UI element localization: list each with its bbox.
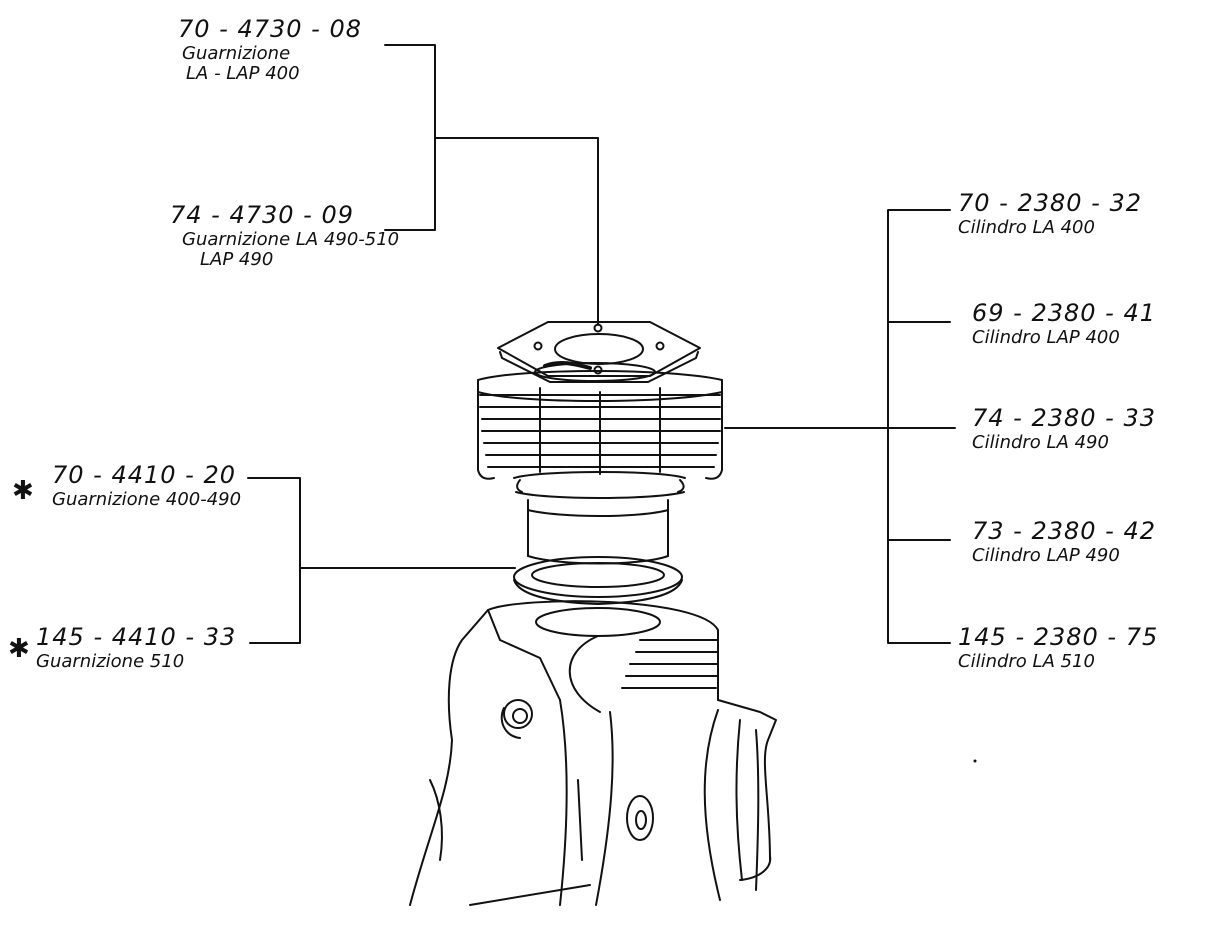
part-label-cylinder-la-400: 70 - 2380 - 32 Cilindro LA 400	[958, 189, 1142, 238]
part-description: Cilindro LA 490	[972, 431, 1109, 453]
part-number: 70 - 4410 - 20	[52, 461, 236, 489]
part-label-cylinder-lap-400: 69 - 2380 - 41 Cilindro LAP 400	[972, 299, 1156, 348]
head-gasket	[497, 321, 701, 383]
part-description: Cilindro LAP 400	[972, 326, 1120, 348]
part-description: Guarnizione	[182, 42, 291, 64]
part-number: 70 - 2380 - 32	[958, 189, 1142, 217]
crankcase	[409, 600, 777, 906]
part-description: Cilindro LAP 490	[972, 544, 1120, 566]
part-description: Guarnizione LA 490-510	[182, 228, 400, 250]
base-gasket	[513, 556, 683, 605]
part-number: 73 - 2380 - 42	[972, 517, 1156, 545]
asterisk-mark-icon: ✱	[12, 476, 34, 506]
part-label-base-gasket-400-490: 70 - 4410 - 20 Guarnizione 400-490	[52, 461, 242, 510]
leader-lines	[247, 44, 956, 644]
part-description: LA - LAP 400	[186, 63, 300, 85]
stray-dot	[973, 759, 977, 763]
part-description: LAP 490	[200, 249, 274, 271]
part-number: 74 - 2380 - 33	[972, 404, 1156, 432]
part-label-base-gasket-510: 145 - 4410 - 33 Guarnizione 510	[36, 623, 237, 672]
part-label-cylinder-la-510: 145 - 2380 - 75 Cilindro LA 510	[958, 623, 1159, 672]
part-number: 145 - 4410 - 33	[36, 623, 237, 651]
part-label-gasket-490-510: 74 - 4730 - 09 Guarnizione LA 490-510 LA…	[170, 201, 400, 271]
part-label-cylinder-lap-490: 73 - 2380 - 42 Cilindro LAP 490	[972, 517, 1156, 566]
part-description: Cilindro LA 400	[958, 216, 1095, 238]
part-label-gasket-400: 70 - 4730 - 08 Guarnizione LA - LAP 400	[178, 15, 362, 85]
part-label-cylinder-la-490: 74 - 2380 - 33 Cilindro LA 490	[972, 404, 1156, 453]
part-number: 74 - 4730 - 09	[170, 201, 354, 229]
part-number: 70 - 4730 - 08	[178, 15, 362, 43]
part-number: 145 - 2380 - 75	[958, 623, 1159, 651]
part-description: Guarnizione 510	[36, 650, 185, 672]
part-description: Cilindro LA 510	[958, 650, 1095, 672]
part-number: 69 - 2380 - 41	[972, 299, 1156, 327]
asterisk-mark-icon: ✱	[8, 634, 30, 664]
part-description: Guarnizione 400-490	[52, 488, 242, 510]
cylinder-barrel	[477, 360, 723, 565]
